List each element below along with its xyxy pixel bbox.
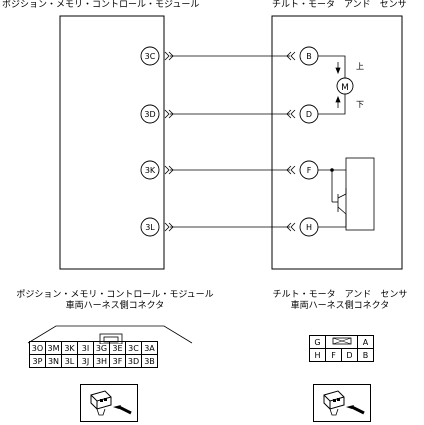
module-connector-view-box bbox=[80, 384, 138, 422]
wiring-diagram: 3C 3D 3K 3L B D F H M 上 下 bbox=[59, 15, 403, 270]
module-cavity: 3A bbox=[141, 341, 158, 355]
motor-circuit bbox=[318, 55, 346, 115]
sensor-cavity: D bbox=[341, 348, 358, 362]
module-cavity: 3O bbox=[29, 341, 46, 355]
module-pin-3l bbox=[140, 217, 160, 237]
latch-icon bbox=[332, 337, 351, 345]
module-pin-3c bbox=[140, 46, 160, 66]
module-cavity: 3F bbox=[109, 354, 126, 368]
module-cavity: 3I bbox=[77, 341, 94, 355]
module-connector-title-2: 車両ハーネス側コネクタ bbox=[65, 301, 165, 311]
sensor-cavity: F bbox=[325, 348, 342, 362]
sensor-cavity: H bbox=[309, 348, 326, 362]
sensor-connector-view-box bbox=[313, 384, 371, 422]
module-title: ポジション・メモリ・コントロール・モジュール bbox=[2, 0, 200, 10]
module-cavity: 3P bbox=[29, 354, 46, 368]
sensor-pin-label: D bbox=[306, 110, 312, 119]
module-connector-table: 3O 3M 3K 3I 3G 3E 3C 3A 3P 3N 3L 3J 3H 3… bbox=[29, 341, 158, 368]
module-box bbox=[59, 15, 165, 270]
module-cavity: 3K bbox=[61, 341, 78, 355]
module-pin-label: 3L bbox=[145, 223, 155, 232]
connector-terminals bbox=[164, 51, 296, 232]
module-cavity: 3E bbox=[109, 341, 126, 355]
module-cavity: 3M bbox=[45, 341, 62, 355]
module-cavity: 3C bbox=[125, 341, 142, 355]
sensor-connector-title-2: 車両ハーネス側コネクタ bbox=[290, 301, 390, 311]
sensor-cavity: A bbox=[357, 335, 374, 349]
sensor-box bbox=[271, 15, 403, 270]
connector-plug-icon bbox=[323, 390, 365, 416]
sensor-pin-label: H bbox=[306, 223, 312, 232]
module-pin-label: 3D bbox=[144, 110, 155, 119]
connector-plug-icon bbox=[90, 390, 132, 416]
module-cavity: 3L bbox=[61, 354, 78, 368]
module-pin-label: 3K bbox=[145, 166, 156, 175]
sensor-title: チルト・モータ アンド センサ bbox=[272, 0, 407, 10]
sensor-cavity: G bbox=[309, 335, 326, 349]
motor-icon bbox=[336, 77, 354, 95]
module-connector-title-1: ポジション・メモリ・コントロール・モジュール bbox=[16, 290, 214, 300]
motor-up-label: 上 bbox=[356, 62, 364, 71]
module-pins: 3C 3D 3K 3L bbox=[140, 46, 160, 237]
junction-dot bbox=[330, 168, 334, 172]
module-cavity: 3B bbox=[141, 354, 158, 368]
module-cavity: 3D bbox=[125, 354, 142, 368]
sensor-pin-label: B bbox=[306, 52, 312, 61]
module-pin-3k bbox=[140, 160, 160, 180]
sensor-cavity: B bbox=[357, 348, 374, 362]
module-cavity: 3N bbox=[45, 354, 62, 368]
wires bbox=[170, 55, 290, 228]
sensor-latch-cell bbox=[325, 335, 358, 349]
module-pin-label: 3C bbox=[145, 52, 156, 61]
sensor-connector-title-1: チルト・モータ アンド センサ bbox=[272, 290, 408, 300]
sensor-pins: B D F H bbox=[299, 46, 319, 237]
module-cavity: 3G bbox=[93, 341, 110, 355]
module-cavity: 3J bbox=[77, 354, 94, 368]
sensor-pin-label: F bbox=[307, 166, 312, 175]
sensor-connector-table: G A H F D B bbox=[309, 335, 374, 362]
motor-symbol: M bbox=[341, 83, 349, 93]
module-cavity: 3H bbox=[93, 354, 110, 368]
motor-down-label: 下 bbox=[356, 100, 364, 109]
module-pin-3d bbox=[140, 104, 160, 124]
sensor-circuit bbox=[318, 157, 375, 231]
